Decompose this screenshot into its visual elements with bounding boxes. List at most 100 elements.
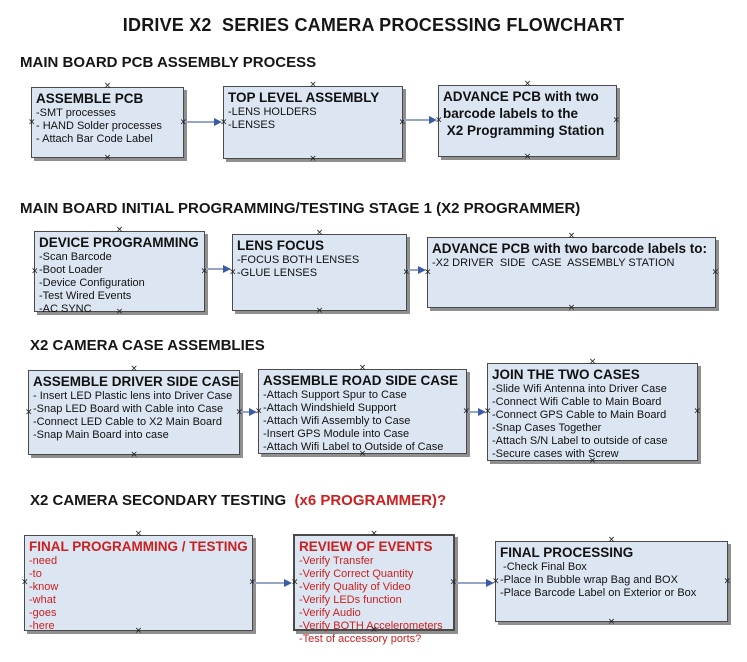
box-lens-focus[interactable]: LENS FOCUS-FOCUS BOTH LENSES-GLUE LENSES… bbox=[229, 229, 410, 316]
box-item: -goes bbox=[29, 607, 57, 619]
box-item: -Verify Quality of Video bbox=[299, 581, 411, 593]
box-item: -Boot Loader bbox=[39, 264, 103, 276]
box-item: -to bbox=[29, 568, 42, 580]
flow-arrow bbox=[254, 579, 292, 587]
section-heading-pcb-assembly: MAIN BOARD PCB ASSEMBLY PROCESS bbox=[20, 54, 317, 71]
section-heading-case-assemblies: X2 CAMERA CASE ASSEMBLIES bbox=[30, 337, 265, 354]
box-assemble-pcb[interactable]: ASSEMBLE PCB-SMT processes- HAND Solder … bbox=[28, 82, 187, 163]
box-final-programming-testing[interactable]: FINAL PROGRAMMING / TESTING-need-to-know… bbox=[21, 530, 256, 636]
box-item: barcode labels to the bbox=[443, 106, 579, 121]
box-item: -know bbox=[29, 581, 59, 593]
box-item: -here bbox=[29, 620, 55, 632]
box-advance-pcb-programming-station[interactable]: ADVANCE PCB with two barcode labels to th… bbox=[435, 80, 620, 162]
box-join-the-two-cases[interactable]: JOIN THE TWO CASES-Slide Wifi Antenna in… bbox=[484, 358, 701, 466]
box-item: -Attach Wifi Label to Outside of Case bbox=[263, 441, 444, 453]
box-item: -Insert GPS Module into Case bbox=[263, 428, 410, 440]
box-item: -Check Final Box bbox=[500, 561, 587, 573]
box-item: -Verify BOTH Accelerometers bbox=[299, 620, 443, 632]
flow-arrow bbox=[408, 266, 426, 274]
box-item: -Test of accessory ports? bbox=[299, 633, 422, 645]
box-item: -Connect Wifi Cable to Main Board bbox=[492, 396, 662, 408]
box-item: -Verify Transfer bbox=[299, 555, 374, 567]
connection-anchor-icon: × bbox=[612, 115, 620, 126]
flow-arrow bbox=[241, 408, 257, 416]
box-title: DEVICE PROGRAMMING bbox=[39, 235, 199, 250]
box-item: -Attach Wifi Assembly to Case bbox=[263, 415, 411, 427]
flow-arrow bbox=[206, 265, 231, 273]
box-item: -Verify LEDs function bbox=[299, 594, 402, 606]
box-title: FINAL PROGRAMMING / TESTING bbox=[29, 539, 248, 554]
box-item: X2 Programming Station bbox=[443, 123, 605, 138]
connection-anchor-icon: × bbox=[693, 406, 701, 417]
box-assemble-road-side-case[interactable]: ASSEMBLE ROAD SIDE CASE-Attach Support S… bbox=[255, 364, 470, 459]
box-item: -Attach Support Spur to Case bbox=[263, 389, 407, 401]
box-item: -LENSES bbox=[228, 119, 276, 131]
box-item: - Attach Bar Code Label bbox=[36, 133, 153, 145]
box-item: - Insert LED Plastic lens into Driver Ca… bbox=[33, 390, 233, 402]
box-title: REVIEW OF EVENTS bbox=[299, 539, 433, 554]
section-heading-black-part: X2 CAMERA SECONDARY TESTING bbox=[30, 492, 295, 509]
box-item: -AC SYNC bbox=[39, 303, 92, 315]
box-item: -Place Barcode Label on Exterior or Box bbox=[500, 587, 697, 599]
box-title: ASSEMBLE PCB bbox=[36, 91, 144, 106]
box-item: - HAND Solder processes bbox=[36, 120, 162, 132]
box-item: -Device Configuration bbox=[39, 277, 145, 289]
box-item: -Verify Audio bbox=[299, 607, 361, 619]
box-item: -Attach Windshield Support bbox=[263, 402, 397, 414]
connection-anchor-icon: × bbox=[711, 267, 719, 277]
page-title: IDRIVE X2 SERIES CAMERA PROCESSING FLOWC… bbox=[122, 15, 625, 35]
box-title: ADVANCE PCB with two bbox=[443, 89, 599, 104]
connection-anchor-icon: × bbox=[523, 152, 532, 162]
connection-anchor-icon: × bbox=[130, 450, 138, 460]
connection-anchor-icon: × bbox=[31, 266, 39, 276]
section-heading-initial-programming: MAIN BOARD INITIAL PROGRAMMING/TESTING S… bbox=[20, 200, 581, 217]
box-title: JOIN THE TWO CASES bbox=[492, 367, 640, 382]
box-item: -Snap Cases Together bbox=[492, 422, 602, 434]
box-item: -need bbox=[29, 555, 58, 567]
box-item: -Verify Correct Quantity bbox=[299, 568, 414, 580]
box-item: -SMT processes bbox=[36, 107, 116, 119]
section-heading-secondary-testing: X2 CAMERA SECONDARY TESTING (x6 PROGRAMM… bbox=[30, 492, 446, 509]
box-title: ADVANCE PCB with two barcode labels to: bbox=[432, 241, 708, 256]
connection-anchor-icon: × bbox=[315, 306, 324, 316]
box-title: FINAL PROCESSING bbox=[500, 545, 634, 560]
connection-anchor-icon: × bbox=[291, 577, 299, 587]
box-item: -Snap LED Board with Cable into Case bbox=[33, 403, 224, 415]
flow-arrow bbox=[185, 118, 222, 126]
box-title: ASSEMBLE DRIVER SIDE CASE bbox=[33, 374, 240, 389]
box-item: -X2 DRIVER SIDE CASE ASSEMBLY STATION bbox=[432, 257, 675, 269]
box-assemble-driver-side-case[interactable]: ASSEMBLE DRIVER SIDE CASE- Insert LED Pl… bbox=[25, 365, 243, 460]
box-final-processing[interactable]: FINAL PROCESSING -Check Final Box-Place … bbox=[492, 536, 731, 627]
box-item: -LENS HOLDERS bbox=[228, 106, 317, 118]
box-item: -FOCUS BOTH LENSES bbox=[237, 254, 360, 266]
box-device-programming[interactable]: DEVICE PROGRAMMING-Scan Barcode-Boot Loa… bbox=[31, 226, 208, 317]
connection-anchor-icon: × bbox=[28, 117, 36, 127]
box-title: ASSEMBLE ROAD SIDE CASE bbox=[263, 373, 459, 388]
box-title: LENS FOCUS bbox=[237, 238, 325, 253]
flow-arrow bbox=[404, 116, 437, 124]
box-item: -what bbox=[29, 594, 56, 606]
box-item: -GLUE LENSES bbox=[237, 267, 318, 279]
connection-anchor-icon: × bbox=[103, 153, 112, 163]
connection-anchor-icon: × bbox=[567, 303, 576, 313]
box-review-of-events[interactable]: REVIEW OF EVENTS-Verify Transfer-Verify … bbox=[291, 530, 457, 646]
box-advance-pcb-driver-side[interactable]: ADVANCE PCB with two barcode labels to:-… bbox=[424, 232, 719, 313]
box-item: -Scan Barcode bbox=[39, 251, 112, 263]
connection-anchor-icon: × bbox=[607, 617, 616, 627]
box-item: -Secure cases with Screw bbox=[492, 448, 619, 460]
box-item: -Connect GPS Cable to Main Board bbox=[492, 409, 667, 421]
connection-anchor-icon: × bbox=[25, 407, 33, 417]
connection-anchor-icon: × bbox=[21, 577, 29, 588]
box-item: -Attach S/N Label to outside of case bbox=[492, 435, 668, 447]
box-item: -Snap Main Board into case bbox=[33, 429, 169, 441]
connection-anchor-icon: × bbox=[309, 154, 317, 164]
box-item: -Slide Wifi Antenna into Driver Case bbox=[492, 383, 667, 395]
box-item: -Place In Bubble wrap Bag and BOX bbox=[500, 574, 678, 586]
box-top-level-assembly[interactable]: TOP LEVEL ASSEMBLY-LENS HOLDERS-LENSES××… bbox=[220, 81, 406, 164]
box-item: -Test Wired Events bbox=[39, 290, 132, 302]
box-item: -Connect LED Cable to X2 Main Board bbox=[33, 416, 222, 428]
flow-arrow bbox=[456, 579, 494, 587]
connection-anchor-icon: × bbox=[723, 576, 731, 586]
flow-arrow bbox=[468, 408, 486, 416]
